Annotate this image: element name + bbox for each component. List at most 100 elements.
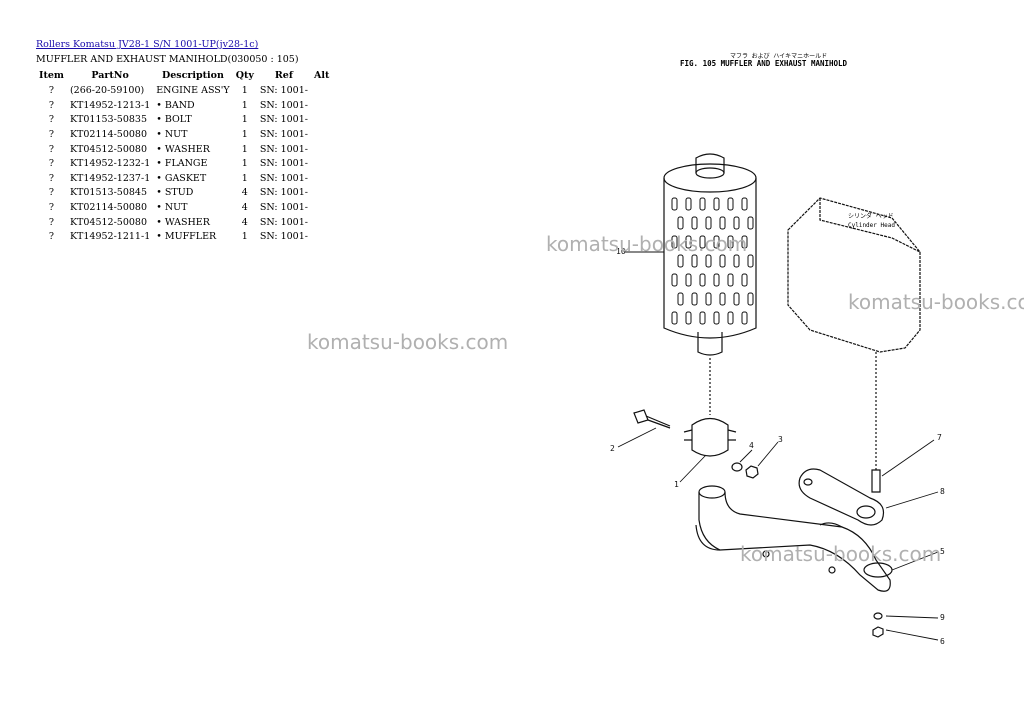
- table-cell: 1: [241, 143, 248, 155]
- table-cell: • MUFFLER: [156, 231, 217, 243]
- callout-1: 1: [674, 480, 679, 489]
- table-cell: [311, 113, 332, 128]
- callout-6: 6: [940, 637, 945, 646]
- table-cell: KT01513-50845: [69, 187, 148, 199]
- table-cell: KT02114-50080: [69, 201, 148, 213]
- parts-table: Item PartNo Description Qty Ref Alt ? (266-20-…: [36, 69, 332, 245]
- column-header: Qty: [235, 70, 254, 82]
- parts-list-panel: Rollers Komatsu JV28-1 S/N 1001-UP(jv28-…: [36, 38, 336, 245]
- callout-8: 8: [940, 487, 945, 496]
- table-row: ? KT04512-50080 • WASHER 1 SN: 1001-: [36, 143, 332, 158]
- watermark: komatsu-books.com: [546, 232, 748, 256]
- table-cell: [311, 172, 332, 187]
- table-cell: 1: [241, 128, 248, 140]
- table-cell: 4: [241, 216, 248, 228]
- table-cell: SN: 1001-: [259, 172, 308, 184]
- table-row: ? KT14952-1237-1 • GASKET 1 SN: 1001-: [36, 172, 332, 187]
- washer-drawing: [731, 462, 743, 472]
- table-cell: ?: [48, 99, 55, 111]
- table-cell: ?: [48, 85, 55, 97]
- table-cell: ?: [48, 114, 55, 126]
- table-cell: 1: [241, 114, 248, 126]
- table-cell: KT04512-50080: [69, 216, 148, 228]
- callout-7: 7: [937, 433, 942, 442]
- table-cell: • GASKET: [156, 172, 207, 184]
- watermark: komatsu-books.com: [740, 542, 942, 566]
- exploded-parts-diagram: マフラ および ハイキマニホールド FIG. 105 MUFFLER AND E…: [610, 52, 945, 646]
- table-cell: 4: [241, 187, 248, 199]
- gasket-drawing: [798, 468, 885, 526]
- nut-drawing: [745, 465, 759, 479]
- table-cell: 1: [241, 99, 248, 111]
- table-cell: [311, 84, 332, 99]
- table-cell: [311, 128, 332, 143]
- table-cell: (266-20-59100): [69, 85, 145, 97]
- table-cell: KT14952-1213-1: [69, 99, 151, 111]
- breadcrumb-link[interactable]: Rollers Komatsu JV28-1 S/N 1001-UP(jv28-…: [36, 39, 259, 50]
- table-cell: KT14952-1237-1: [69, 172, 151, 184]
- callout-2: 2: [610, 444, 615, 453]
- table-cell: [311, 216, 332, 231]
- table-cell: 4: [241, 201, 248, 213]
- table-cell: KT04512-50080: [69, 143, 148, 155]
- callout-4: 4: [749, 441, 754, 450]
- table-cell: ?: [48, 216, 55, 228]
- table-cell: KT02114-50080: [69, 128, 148, 140]
- table-cell: [311, 230, 332, 245]
- column-header: Ref: [274, 70, 293, 82]
- table-cell: 1: [241, 158, 248, 170]
- table-cell: [311, 99, 332, 114]
- cylinder-head-jp-label: シリンダ ヘッド: [848, 212, 894, 220]
- table-cell: ?: [48, 187, 55, 199]
- table-cell: [311, 143, 332, 158]
- figure-title: FIG. 105 MUFFLER AND EXHAUST MANIHOLD: [680, 59, 848, 68]
- table-cell: • NUT: [156, 128, 188, 140]
- table-cell: ?: [48, 172, 55, 184]
- table-cell: SN: 1001-: [259, 158, 308, 170]
- table-cell: ENGINE ASS'Y: [156, 85, 230, 97]
- table-cell: SN: 1001-: [259, 187, 308, 199]
- callout-10: 10: [616, 247, 626, 256]
- table-cell: SN: 1001-: [259, 99, 308, 111]
- table-cell: ?: [48, 143, 55, 155]
- band-drawing: [683, 417, 737, 457]
- muffler-drawing: [663, 153, 757, 356]
- table-cell: ?: [48, 201, 55, 213]
- figure-jp-title: マフラ および ハイキマニホールド: [730, 52, 827, 60]
- table-cell: ?: [48, 231, 55, 243]
- table-cell: • WASHER: [156, 216, 210, 228]
- table-cell: [311, 201, 332, 216]
- table-cell: • STUD: [156, 187, 194, 199]
- column-header: Alt: [313, 70, 330, 82]
- table-cell: 1: [241, 85, 248, 97]
- cylinder-head-drawing: [787, 197, 921, 353]
- table-cell: SN: 1001-: [259, 85, 308, 97]
- table-cell: • FLANGE: [156, 158, 208, 170]
- stud-drawing: [871, 469, 881, 493]
- table-cell: SN: 1001-: [259, 231, 308, 243]
- watermark: komatsu-books.com: [848, 290, 1024, 314]
- table-cell: KT14952-1211-1: [69, 231, 151, 243]
- table-cell: SN: 1001-: [259, 114, 308, 126]
- table-cell: • WASHER: [156, 143, 210, 155]
- callout-9: 9: [940, 613, 945, 622]
- table-cell: SN: 1001-: [259, 143, 308, 155]
- callout-5: 5: [940, 547, 945, 556]
- column-header: Description: [162, 70, 224, 82]
- table-cell: ?: [48, 158, 55, 170]
- table-cell: [311, 186, 332, 201]
- table-cell: KT01153-50835: [69, 114, 148, 126]
- table-cell: SN: 1001-: [259, 201, 308, 213]
- table-cell: SN: 1001-: [259, 216, 308, 228]
- column-header: Item: [39, 70, 64, 82]
- callout-3: 3: [778, 435, 783, 444]
- column-header: PartNo: [91, 70, 129, 82]
- table-row: ? KT02114-50080 • NUT 4 SN: 1001-: [36, 201, 332, 216]
- table-cell: • NUT: [156, 201, 188, 213]
- table-cell: SN: 1001-: [259, 128, 308, 140]
- table-cell: 1: [241, 172, 248, 184]
